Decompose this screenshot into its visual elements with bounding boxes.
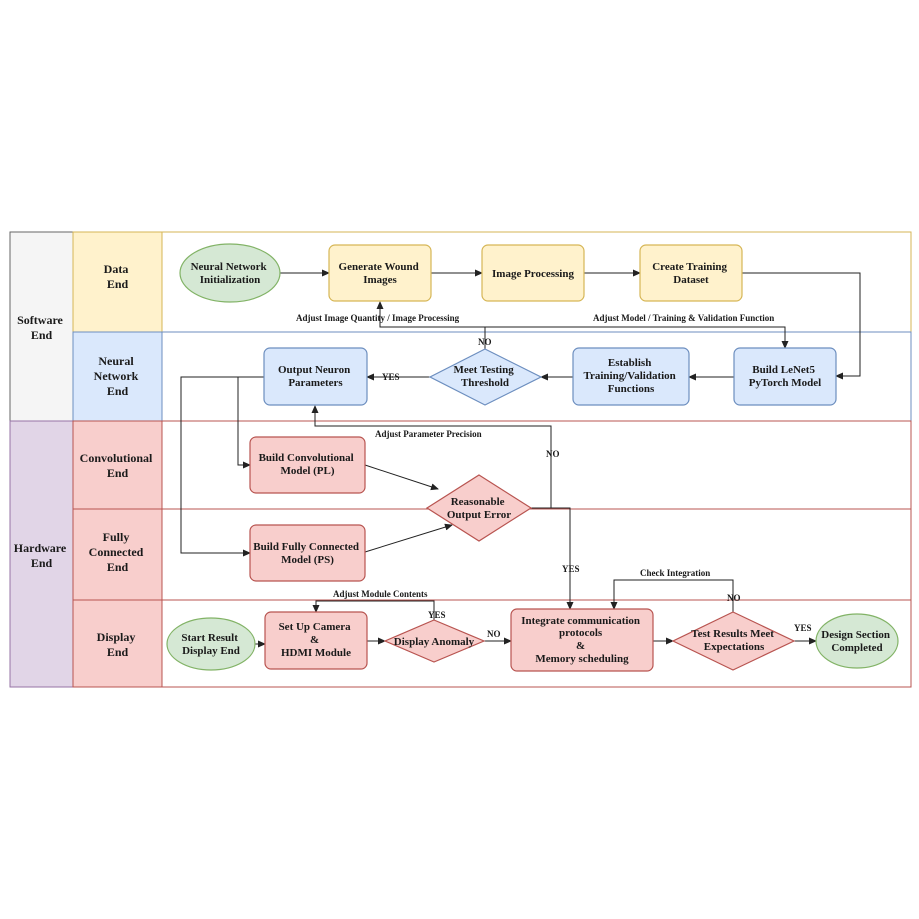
svg-text:Build Convolutional Mode: Build Convolutional Model (PL) xyxy=(259,452,357,477)
svg-text:Set Up Camera & HD: Set Up Camera & HDMI Module xyxy=(279,621,354,659)
lane-fc-label: Fully Connected End xyxy=(89,530,147,574)
node-meet-testing-threshold: Meet Testing Threshold xyxy=(428,348,543,406)
edge-reasonable-yes-integrate xyxy=(531,507,574,610)
node-reasonable-output-error: Reasonable Output Error xyxy=(425,474,533,542)
group-hardware: Hardware End xyxy=(9,420,74,688)
svg-text:Image Processing: Image Processing xyxy=(492,268,574,280)
node-output-neuron-parameters: Output Neuron Parameters xyxy=(263,347,368,406)
edge-test-no-check-integration xyxy=(610,579,734,612)
edge-anomaly-yes-adjust-module xyxy=(312,600,435,620)
svg-text:Test Results Meet Expect: Test Results Meet Expectations xyxy=(691,628,776,653)
label-adjust-param: Adjust Parameter Precision xyxy=(375,429,482,439)
label-adjust-model: Adjust Model / Training & Validation Fun… xyxy=(593,313,774,323)
node-integrate-communication: Integrate communication protocols & Memo… xyxy=(510,608,654,672)
edge-fc-to-reasonable xyxy=(364,523,453,553)
node-start-result-display: Start Result Display End xyxy=(166,617,256,671)
svg-text:Create Training Dataset: Create Training Dataset xyxy=(652,261,730,286)
node-establish-functions: Establish Training/Validation Functions xyxy=(572,347,690,406)
svg-text:Start Result Display End: Start Result Display End xyxy=(181,632,240,657)
edge-labels: Adjust Image Quantity / Image Processing… xyxy=(296,313,812,639)
group-hardware-label: Hardware End xyxy=(14,541,69,570)
node-create-training-dataset: Create Training Dataset xyxy=(639,244,743,302)
label-check-integration: Check Integration xyxy=(640,568,710,578)
lane-data-label: Data End xyxy=(104,262,132,291)
lane-neural-label: Neural Network End xyxy=(94,354,142,398)
node-image-processing: Image Processing xyxy=(481,244,585,302)
svg-text:Integrate communication: Integrate communication protocols & Memo… xyxy=(521,615,643,665)
label-anomaly-no: NO xyxy=(487,629,501,639)
svg-text:Build LeNet5 PyTorch Mod: Build LeNet5 PyTorch Model xyxy=(749,364,821,389)
edge-output-to-conv xyxy=(237,377,251,469)
label-adjust-module: Adjust Module Contents xyxy=(333,589,428,599)
svg-text:Meet Testing Threshold: Meet Testing Threshold xyxy=(454,364,517,389)
svg-text:Neural Network Initializ: Neural Network Initialization xyxy=(191,261,270,286)
svg-text:Design Section Completed: Design Section Completed xyxy=(821,629,893,654)
svg-text:Output Neuron Parameters: Output Neuron Parameters xyxy=(278,364,353,389)
node-build-fully-connected-model: Build Fully Connected Model (PS) xyxy=(249,524,366,582)
lane-display-label: Display End xyxy=(97,630,139,659)
node-build-lenet5: Build LeNet5 PyTorch Model xyxy=(733,347,837,406)
label-test-yes: YES xyxy=(794,623,812,633)
label-anomaly-yes: YES xyxy=(428,610,446,620)
label-test-no: NO xyxy=(727,593,741,603)
svg-text:Reasonable Output Error: Reasonable Output Error xyxy=(447,496,511,521)
svg-text:Build Fully Connected Mo: Build Fully Connected Model (PS) xyxy=(253,541,362,566)
edge-reasonable-no-adjust-param xyxy=(311,405,552,508)
label-adjust-image: Adjust Image Quantity / Image Processing xyxy=(296,313,460,323)
edge-meet-no-adjust-model xyxy=(485,326,789,349)
group-software: Software End xyxy=(9,231,74,422)
label-reasonable-yes: YES xyxy=(562,564,580,574)
label-reasonable-no: NO xyxy=(546,449,560,459)
node-test-results-meet: Test Results Meet Expectations xyxy=(671,611,796,671)
group-software-label: Software End xyxy=(17,313,66,342)
label-meet-no: NO xyxy=(478,337,492,347)
edge-dataset-to-lenet xyxy=(742,272,861,380)
node-generate-wound-images: Generate Wound Images xyxy=(328,244,432,302)
connectors xyxy=(180,269,861,648)
node-display-anomaly: Display Anomaly xyxy=(383,619,486,663)
edge-output-to-fc xyxy=(180,376,264,557)
node-nn-init: Neural Network Initialization xyxy=(179,243,281,303)
node-design-section-completed: Design Section Completed xyxy=(815,613,899,669)
svg-text:Establish Training/Valid: Establish Training/Validation Functions xyxy=(583,357,678,395)
svg-text:Generate Wound Images: Generate Wound Images xyxy=(339,261,422,286)
node-build-convolutional-model: Build Convolutional Model (PL) xyxy=(249,436,366,494)
lane-conv-label: Convolutional End xyxy=(80,451,156,480)
label-meet-yes: YES xyxy=(382,372,400,382)
node-setup-camera-hdmi: Set Up Camera & HDMI Module xyxy=(264,611,368,670)
edge-meet-no-adjust-image xyxy=(376,301,486,349)
edge-conv-to-reasonable xyxy=(364,464,439,491)
svg-text:Display Anomaly: Display Anomaly xyxy=(394,636,475,648)
